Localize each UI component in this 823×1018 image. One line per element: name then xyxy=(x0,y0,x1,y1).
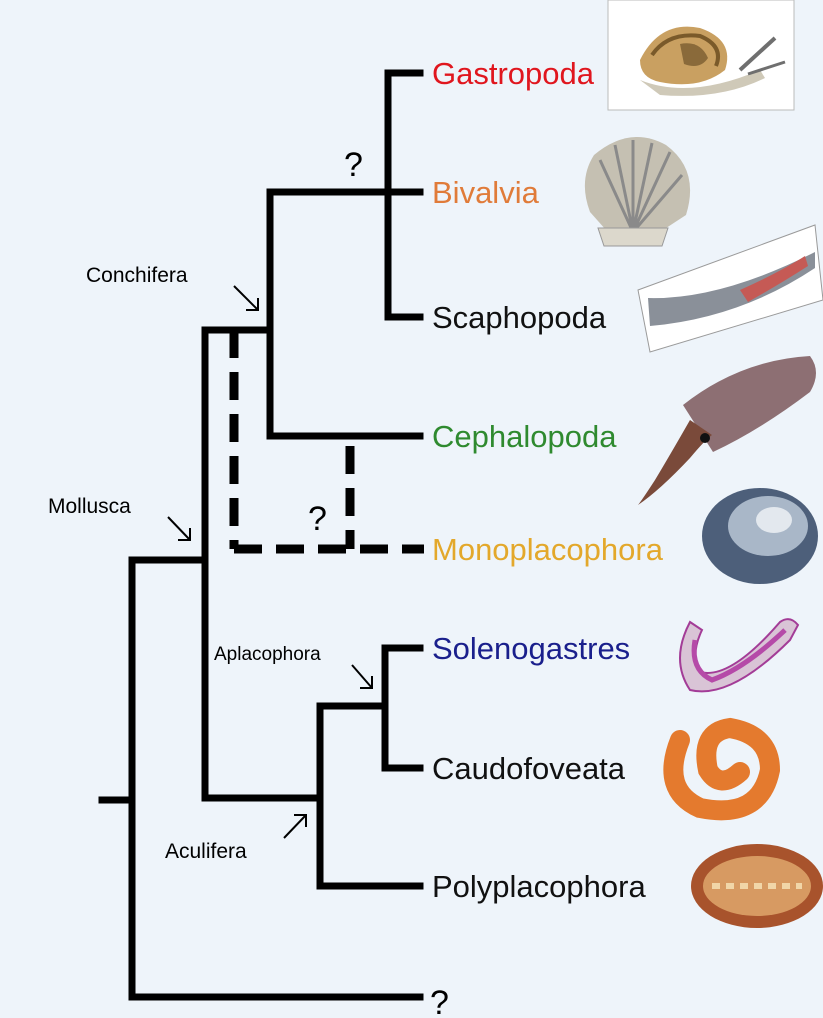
aplacophora-arrow xyxy=(352,665,372,688)
clade-label-conchifera: Conchifera xyxy=(86,264,188,287)
taxon-cephalopoda: Cephalopoda xyxy=(432,419,617,454)
uncertainty-mark-polytomy: ? xyxy=(344,146,363,184)
tree-branches xyxy=(102,73,420,997)
taxon-solenogastres: Solenogastres xyxy=(432,631,630,666)
scallop-shell-image xyxy=(585,137,690,246)
clade-label-aplacophora: Aplacophora xyxy=(214,644,321,665)
pink-worm-image xyxy=(680,619,798,691)
clade-label-aculifera: Aculifera xyxy=(165,840,247,863)
conchifera-arrow xyxy=(234,286,258,310)
uncertainty-mark-outgroup: ? xyxy=(430,984,449,1018)
uncertainty-mark-monoplacophora: ? xyxy=(308,500,327,538)
squid-image xyxy=(638,356,816,505)
snail-image xyxy=(608,0,794,110)
mollusca-arrow xyxy=(168,517,190,540)
taxon-scaphopoda: Scaphopoda xyxy=(432,300,607,335)
taxon-monoplacophora: Monoplacophora xyxy=(432,532,664,567)
aculifera-arrow xyxy=(284,815,306,838)
chiton-image xyxy=(691,844,823,928)
taxon-polyplacophora: Polyplacophora xyxy=(432,869,646,904)
limpet-shell-image xyxy=(702,488,818,584)
taxon-caudofoveata: Caudofoveata xyxy=(432,751,626,786)
clade-label-mollusca: Mollusca xyxy=(48,495,131,518)
taxon-bivalvia: Bivalvia xyxy=(432,175,540,210)
orange-coiled-worm-image xyxy=(673,728,770,810)
tusk-shell-image xyxy=(638,225,823,352)
taxon-gastropoda: Gastropoda xyxy=(432,56,595,91)
